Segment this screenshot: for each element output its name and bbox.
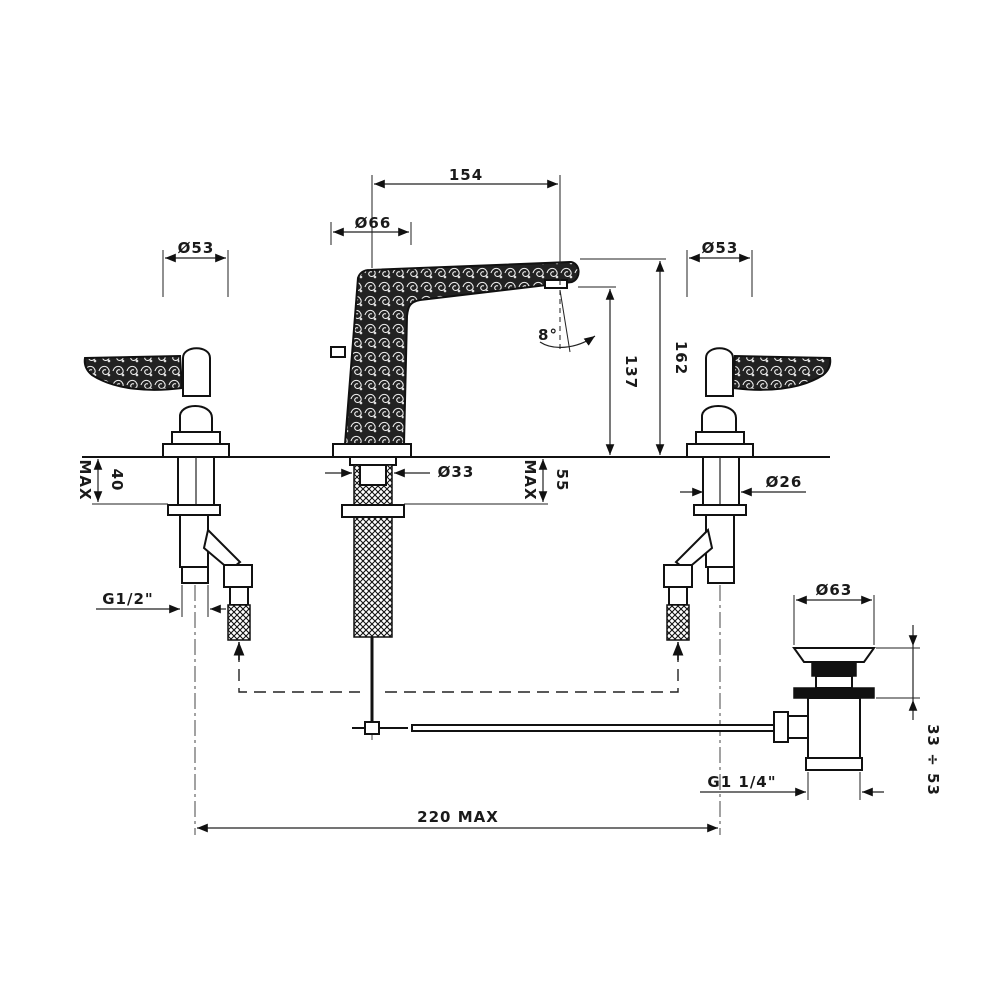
- spout-assembly: [330, 260, 580, 735]
- hole-diameter-label: Ø33: [438, 463, 475, 481]
- valve-diameter-label: Ø26: [766, 473, 803, 491]
- inlet-thread-label: G1/2": [102, 590, 153, 608]
- left-max-label: MAX: [76, 459, 94, 500]
- spout-angle-label: 8°: [538, 326, 558, 344]
- dim-inlet-thread: G1/2": [96, 585, 226, 617]
- left-handle-diameter-label: Ø53: [178, 239, 215, 257]
- right-lever: [731, 354, 832, 391]
- left-supply-line: [238, 650, 360, 693]
- right-handle-assembly: [663, 347, 832, 641]
- total-height-label: 162: [672, 341, 690, 375]
- dim-left-max: 40 MAX: [76, 459, 168, 505]
- dim-spout-angle: 8°: [538, 289, 596, 353]
- dim-left-handle: Ø53: [162, 239, 229, 297]
- spout-shank: [353, 464, 393, 638]
- dim-spout-diameter: Ø66: [330, 214, 412, 245]
- outlet-height-label: 137: [622, 355, 640, 389]
- right-handle-diameter-label: Ø53: [702, 239, 739, 257]
- drain-cap: [792, 647, 876, 663]
- left-hose: [227, 604, 251, 641]
- left-max-value: 40: [108, 469, 126, 492]
- dim-right-handle: Ø53: [686, 239, 753, 297]
- left-handle-knob: [182, 347, 211, 397]
- dim-total-width: 220 MAX: [197, 808, 718, 833]
- spout-body: [343, 260, 580, 445]
- drain-thread-label: G1 1/4": [707, 773, 776, 791]
- right-handle-knob: [705, 347, 734, 397]
- dim-spout-offset: 154: [371, 166, 561, 285]
- right-supply-line: [385, 650, 679, 693]
- dim-drain-thread: G1 1/4": [700, 772, 884, 800]
- dim-valve-diameter: Ø26: [680, 473, 806, 497]
- dim-drain-height: 33 ÷ 53: [876, 625, 942, 796]
- drain-body: [807, 697, 861, 759]
- drain-height-label: 33 ÷ 53: [924, 724, 942, 796]
- left-lever: [83, 354, 184, 391]
- dim-hole-diameter: Ø33: [325, 463, 475, 481]
- dim-drain-diameter: Ø63: [793, 581, 875, 645]
- dim-outlet-height: 137: [578, 286, 640, 455]
- dim-total-height: 162: [580, 258, 690, 455]
- spout-diameter-label: Ø66: [355, 214, 392, 232]
- popup-rod: [352, 721, 775, 735]
- right-hose: [666, 604, 690, 641]
- dim-center-max: 55 MAX: [404, 459, 571, 505]
- drain-diameter-label: Ø63: [816, 581, 853, 599]
- left-handle-assembly: [83, 347, 253, 641]
- right-valve-body: [702, 456, 740, 506]
- spout-offset-label: 154: [449, 166, 483, 184]
- center-max-value: 55: [553, 469, 571, 492]
- total-width-label: 220 MAX: [417, 808, 499, 826]
- center-max-label: MAX: [521, 459, 539, 500]
- drain-assembly: [773, 647, 876, 771]
